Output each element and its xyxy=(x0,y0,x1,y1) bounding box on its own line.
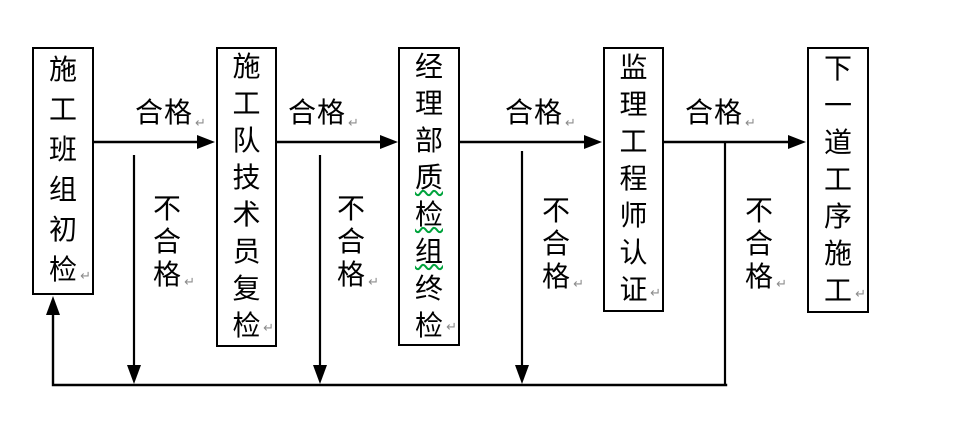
flow-box-label: 经理部质检组终检 xyxy=(414,51,443,342)
fail-label-text: 不合格 xyxy=(542,196,571,293)
pass-arrowhead-3 xyxy=(584,135,602,149)
paragraph-mark-icon: ↵ xyxy=(573,277,585,292)
pass-label-4: 合格↵ xyxy=(685,99,756,139)
flow-box-supervision-engineer-certification: 监理工程师认证 ↵ xyxy=(603,47,664,312)
fail-label-text: 不合格 xyxy=(745,196,774,293)
paragraph-mark-icon: ↵ xyxy=(348,116,359,131)
pass-arrowhead-2 xyxy=(380,135,398,149)
flow-box-label: 监理工程师认证 xyxy=(619,53,648,306)
flow-box-label: 施工队技术员复检 xyxy=(232,52,261,342)
flow-box-label: 下一道工序施工 xyxy=(823,53,852,307)
paragraph-mark-icon: ↵ xyxy=(745,116,756,131)
flow-box-technician-recheck: 施工队技术员复检 ↵ xyxy=(216,47,277,347)
fail-label-1: 不合格 ↵ xyxy=(153,193,195,292)
flow-box-label: 施工班组初检 xyxy=(48,55,77,286)
fail-label-4: 不合格 ↵ xyxy=(745,195,787,294)
paragraph-mark-icon: ↵ xyxy=(195,116,206,131)
pass-label-2: 合格↵ xyxy=(288,99,359,139)
pass-arrowhead-1 xyxy=(197,135,215,149)
fail-arrowhead-3 xyxy=(515,365,529,384)
feedback-bottom-line xyxy=(51,312,728,387)
fail-arrowhead-2 xyxy=(313,365,327,384)
fail-arrowhead-1 xyxy=(127,365,141,384)
paragraph-mark-icon: ↵ xyxy=(650,286,661,301)
pass-label-1: 合格↵ xyxy=(135,99,206,139)
pass-label-text: 合格 xyxy=(288,98,347,129)
pass-label-text: 合格 xyxy=(135,98,194,129)
paragraph-mark-icon: ↵ xyxy=(565,116,576,131)
paragraph-mark-icon: ↵ xyxy=(776,277,788,292)
paragraph-mark-icon: ↵ xyxy=(184,275,196,290)
pass-label-text: 合格 xyxy=(685,98,744,129)
paragraph-mark-icon: ↵ xyxy=(446,320,457,335)
fail-label-text: 不合格 xyxy=(153,194,182,291)
paragraph-mark-icon: ↵ xyxy=(263,321,274,336)
paragraph-mark-icon: ↵ xyxy=(368,275,380,290)
flow-box-manager-qc-final-inspection: 经理部质检组终检 ↵ xyxy=(398,47,460,346)
fail-label-text: 不合格 xyxy=(337,194,366,291)
feedback-up-arrowhead xyxy=(46,296,60,315)
fail-label-2: 不合格 ↵ xyxy=(337,193,379,292)
paragraph-mark-icon: ↵ xyxy=(855,287,866,302)
paragraph-mark-icon: ↵ xyxy=(80,269,91,284)
fail-label-3: 不合格 ↵ xyxy=(542,195,584,294)
pass-arrowhead-4 xyxy=(788,135,806,149)
pass-label-3: 合格↵ xyxy=(505,99,576,139)
flow-box-crew-initial-inspection: 施工班组初检 ↵ xyxy=(32,47,94,295)
flow-box-next-process-construction: 下一道工序施工 ↵ xyxy=(807,47,869,313)
pass-label-text: 合格 xyxy=(505,98,564,129)
